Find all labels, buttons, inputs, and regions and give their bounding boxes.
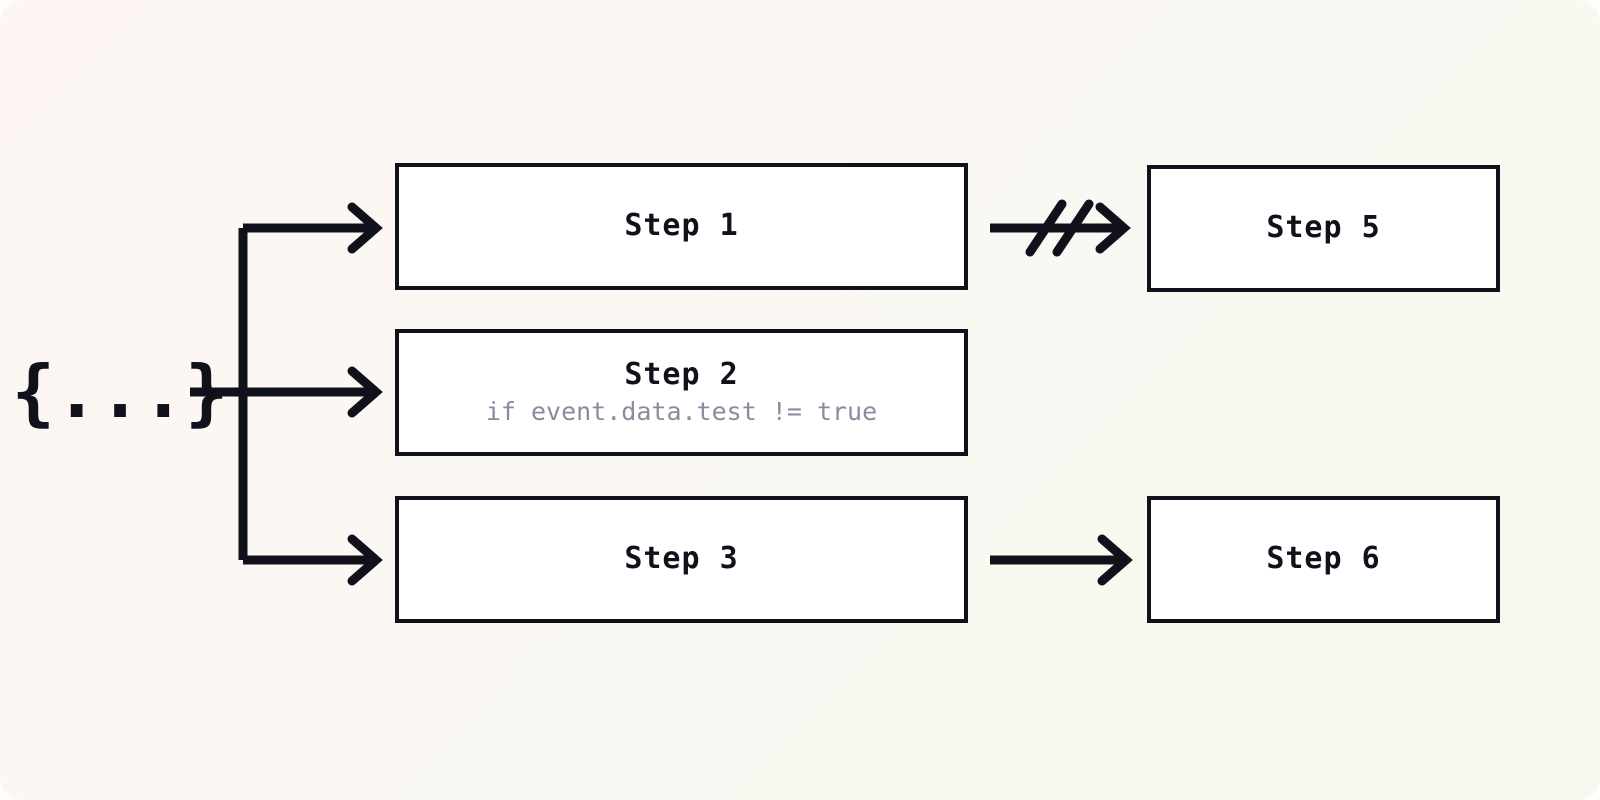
step-title: Step 1	[624, 208, 739, 244]
step-box-step1[interactable]: Step 1	[395, 163, 968, 290]
step-title: Step 2	[624, 357, 739, 393]
step-box-step5[interactable]: Step 5	[1147, 165, 1500, 292]
arrowhead-source-step3	[340, 534, 383, 586]
step-condition: if event.data.test != true	[485, 396, 878, 426]
step-title: Step 3	[624, 541, 739, 577]
edge-source-branch-trunk	[190, 223, 340, 565]
source-node-label: {...}	[11, 350, 229, 434]
step-box-step3[interactable]: Step 3	[395, 496, 968, 623]
edge-step3-step6-arrow	[990, 534, 1133, 586]
step-box-step6[interactable]: Step 6	[1147, 496, 1500, 623]
step-box-step2[interactable]: Step 2 if event.data.test != true	[395, 329, 968, 456]
step-title: Step 6	[1266, 541, 1381, 577]
arrowhead-source-step2	[340, 366, 383, 418]
arrowhead-source-step1	[340, 202, 383, 254]
source-node-event-payload[interactable]: {...}	[12, 345, 229, 439]
edge-step1-step5-slashed-arrow	[990, 199, 1131, 257]
step-title: Step 5	[1266, 210, 1381, 246]
